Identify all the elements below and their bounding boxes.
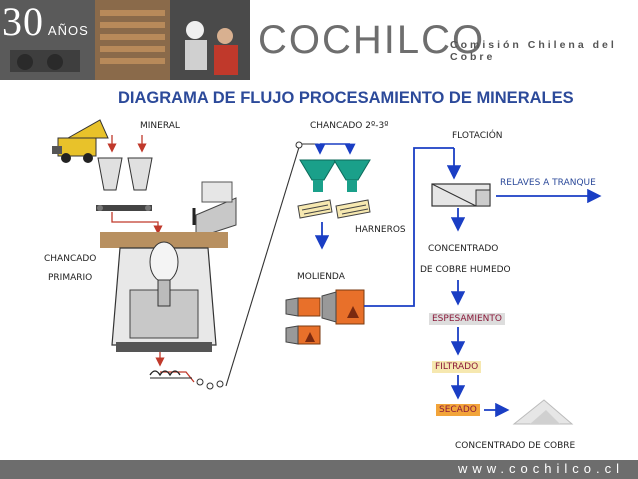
haul-truck-icon — [52, 119, 109, 163]
label-flotacion: FLOTACIÓN — [452, 131, 503, 141]
header-banner: 30 AÑOS COCHILCO Comisión Chilena del Co… — [0, 0, 638, 80]
diagram-title: DIAGRAMA DE FLUJO PROCESAMIENTO DE MINER… — [118, 89, 574, 107]
stage-secado: SECADO — [436, 404, 480, 416]
stage-filtrado: FILTRADO — [432, 361, 482, 373]
header-photo-strip: 30 AÑOS — [0, 0, 250, 80]
label-concentrado: CONCENTRADO — [428, 244, 499, 254]
label-primario: PRIMARIO — [48, 273, 93, 283]
primary-crusher — [100, 232, 228, 352]
concentrate-pile — [512, 398, 574, 426]
anos-number: 30 — [2, 0, 44, 44]
stage-espesamiento: ESPESAMIENTO — [429, 313, 505, 325]
discharge-conveyor — [149, 370, 224, 390]
footer-url[interactable]: www.cochilco.cl — [457, 461, 624, 476]
footer-bar: www.cochilco.cl — [0, 460, 638, 479]
feeder-crushers — [96, 157, 153, 211]
label-harneros: HARNEROS — [355, 225, 406, 235]
cone-crushers — [299, 143, 371, 192]
label-cobre-humedo: DE COBRE HUMEDO — [420, 265, 511, 275]
anos-text: AÑOS — [47, 23, 89, 38]
flotation-cell — [431, 183, 491, 207]
mining-photos — [0, 0, 250, 80]
label-concentrado-cobre: CONCENTRADO DE COBRE — [455, 441, 576, 451]
label-chancado-secundario: CHANCADO 2º-3º — [310, 121, 389, 131]
brand-name: COCHILCO — [258, 18, 486, 62]
label-relaves: RELAVES A TRANQUE — [500, 178, 596, 188]
long-conveyor-line — [225, 143, 301, 387]
screens-harneros — [297, 199, 371, 219]
feed-conveyor — [192, 181, 237, 239]
grinding-mills — [285, 289, 365, 345]
label-molienda: MOLIENDA — [297, 272, 345, 282]
label-chancado: CHANCADO — [44, 254, 97, 264]
brand-subtitle: Comisión Chilena del Cobre — [450, 39, 617, 63]
30-anos-logo: 30 AÑOS — [2, 2, 89, 42]
label-mineral: MINERAL — [140, 121, 180, 131]
